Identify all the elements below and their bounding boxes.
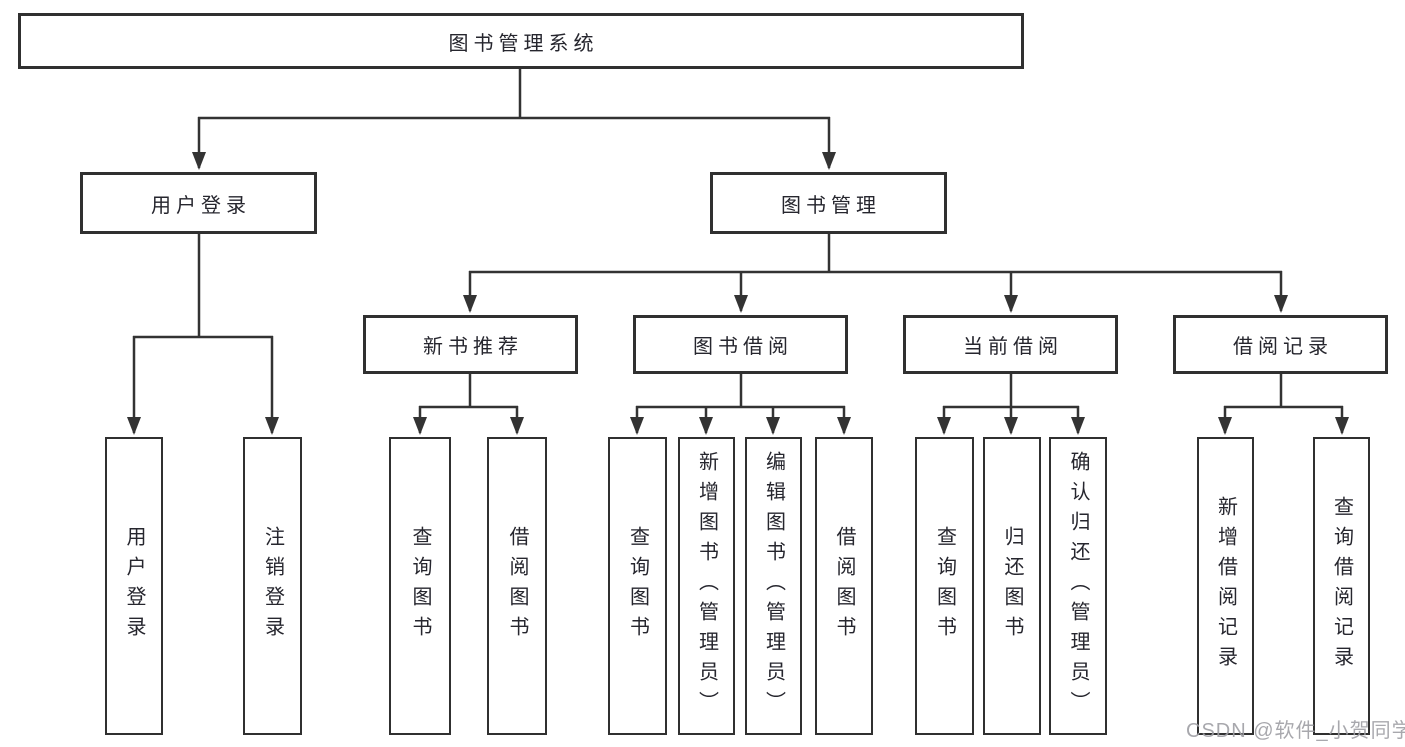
node-label: 借阅图书: [506, 526, 528, 646]
csdn-watermark: CSDN @软件_小贺同学: [1186, 720, 1405, 742]
node-book-borrowing: 图书借阅: [633, 315, 848, 374]
node-user-login: 用户登录: [80, 172, 317, 234]
node-label: 确认归还（管理员）: [1067, 451, 1089, 721]
node-label: 用户登录: [123, 526, 145, 646]
node-label: 查询图书: [409, 526, 431, 646]
leaf-user-login: 用户登录: [105, 437, 163, 735]
leaf-borrow-books-recommend: 借阅图书: [487, 437, 547, 735]
node-label: 查询借阅记录: [1330, 496, 1353, 676]
node-label: 借阅记录: [1233, 336, 1333, 358]
node-label: 图书借阅: [693, 336, 793, 358]
node-borrow-records: 借阅记录: [1173, 315, 1388, 374]
node-label: 注销登录: [261, 526, 284, 646]
leaf-add-borrow-record: 新增借阅记录: [1197, 437, 1254, 735]
leaf-borrow-books-borrowing: 借阅图书: [815, 437, 873, 735]
leaf-logout-login: 注销登录: [243, 437, 302, 735]
leaf-add-books-admin: 新增图书（管理员）: [678, 437, 735, 735]
node-label: 查询图书: [933, 526, 956, 646]
node-label: 借阅图书: [833, 526, 855, 646]
node-label: 归还图书: [1001, 526, 1023, 646]
leaf-edit-books-admin: 编辑图书（管理员）: [745, 437, 802, 735]
leaf-confirm-return-admin: 确认归还（管理员）: [1049, 437, 1107, 735]
node-book-management: 图书管理: [710, 172, 947, 234]
leaf-query-borrow-record: 查询借阅记录: [1313, 437, 1370, 735]
leaf-return-books: 归还图书: [983, 437, 1041, 735]
leaf-query-books-recommend: 查询图书: [389, 437, 451, 735]
node-label: 新书推荐: [423, 336, 523, 358]
leaf-query-books-current: 查询图书: [915, 437, 974, 735]
node-label: 查询图书: [626, 526, 649, 646]
node-label: 编辑图书（管理员）: [762, 451, 785, 721]
node-label: 新增图书（管理员）: [695, 451, 718, 721]
node-new-book-recommend: 新书推荐: [363, 315, 578, 374]
node-label: 用户登录: [151, 194, 251, 217]
leaf-query-books-borrowing: 查询图书: [608, 437, 667, 735]
node-label: 新增借阅记录: [1214, 496, 1237, 676]
node-library-management-system: 图书管理系统: [18, 13, 1024, 69]
node-label: 图书管理: [781, 194, 881, 217]
node-current-borrowing: 当前借阅: [903, 315, 1118, 374]
node-label: 当前借阅: [963, 336, 1063, 358]
node-label: 图书管理系统: [448, 32, 599, 55]
